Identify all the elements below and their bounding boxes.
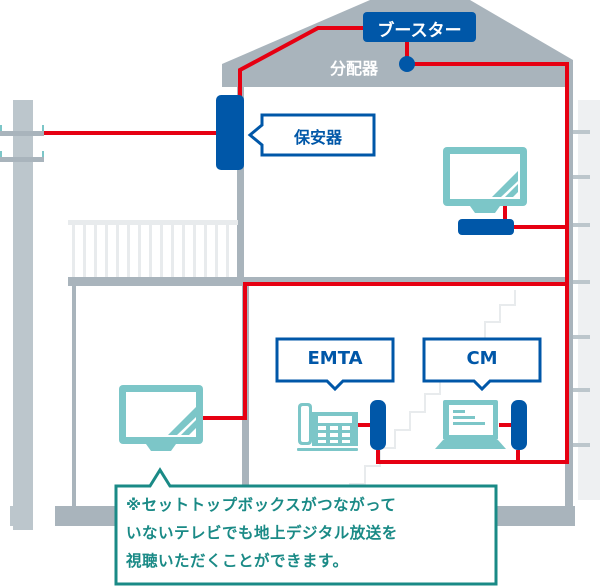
cable-modem-icon <box>511 400 527 450</box>
left-wall-lower <box>72 286 76 506</box>
cable-wiring <box>44 26 569 464</box>
booster-label: ブースター <box>377 21 462 41</box>
side-structure <box>570 100 600 500</box>
floor-slab <box>68 277 573 286</box>
tv-icon-downstairs <box>119 385 203 451</box>
emta-label: EMTA <box>307 348 363 369</box>
splitter-icon <box>399 56 415 72</box>
note-text: ※セットトップボックスがつながって いないテレビでも地上デジタル放送を 視聴いた… <box>126 491 491 575</box>
splitter-label: 分配器 <box>330 59 379 78</box>
note-line: 視聴いただくことができます。 <box>126 552 349 570</box>
protector-icon <box>216 95 244 170</box>
cm-label: CM <box>466 348 498 369</box>
staircase <box>335 290 516 501</box>
note-line: いないテレビでも地上デジタル放送を <box>126 524 398 542</box>
left-wall-upper <box>237 87 244 277</box>
balcony-railing <box>68 220 238 277</box>
note-callout <box>114 467 498 586</box>
tv-icon <box>443 147 527 213</box>
cm-callout <box>422 337 542 392</box>
protector-callout <box>247 113 376 157</box>
set-top-box-icon <box>458 219 514 235</box>
protector-label: 保安器 <box>293 128 342 147</box>
utility-pole-icon <box>0 100 44 530</box>
telephone-icon <box>297 403 358 451</box>
laptop-icon <box>435 400 506 449</box>
emta-device-icon <box>370 400 386 450</box>
emta-callout <box>275 337 395 392</box>
booster[interactable] <box>363 12 476 42</box>
note-line: ※セットトップボックスがつながって <box>126 496 397 514</box>
